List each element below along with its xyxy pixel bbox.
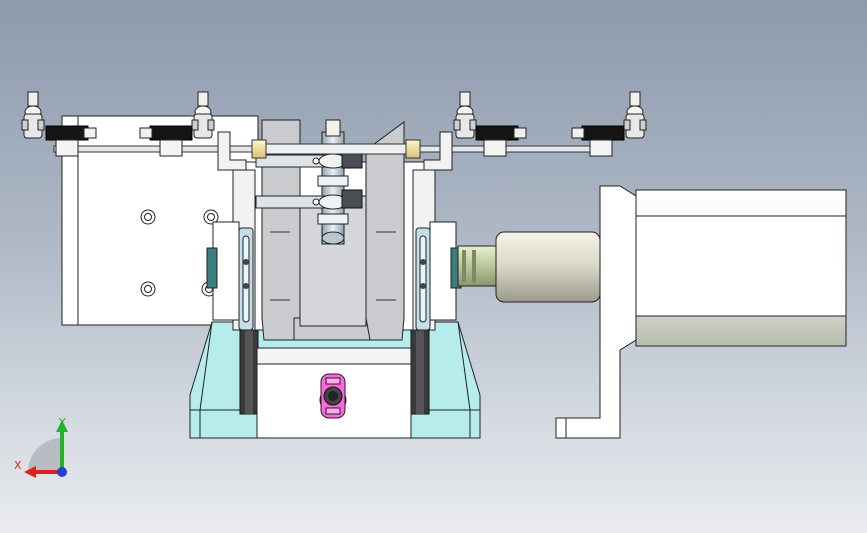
l-bracket-left — [217, 131, 247, 171]
shaft-collar — [317, 175, 349, 225]
black-clamp[interactable] — [139, 125, 193, 157]
slot-guide-right — [415, 227, 431, 331]
air-fitting[interactable] — [453, 91, 477, 139]
mount-hole — [140, 209, 156, 225]
air-fitting[interactable] — [21, 91, 45, 139]
mount-hole — [140, 281, 156, 297]
l-bracket-right — [423, 131, 453, 171]
side-rail-right — [410, 329, 430, 415]
stepper-motor-body[interactable] — [635, 189, 847, 347]
brass-bushing-left — [251, 139, 267, 159]
mount-hole — [203, 209, 219, 225]
top-rod[interactable] — [53, 143, 597, 155]
black-clamp[interactable] — [571, 125, 625, 157]
black-clamp[interactable] — [475, 125, 527, 157]
x-axis-head — [24, 466, 36, 478]
motor-mount-bracket[interactable] — [555, 185, 637, 439]
lower-lever-arm[interactable] — [255, 189, 363, 210]
air-fitting[interactable] — [191, 91, 215, 139]
air-fitting[interactable] — [623, 91, 647, 139]
coordinate-triad: Y X — [14, 416, 68, 478]
lower-center-block[interactable] — [256, 347, 412, 439]
clamp-plate-right[interactable] — [365, 121, 405, 341]
side-rail-left — [239, 329, 259, 415]
motor-end-cap[interactable] — [495, 231, 601, 303]
x-axis-label: X — [14, 459, 22, 472]
y-axis-label: Y — [58, 416, 66, 429]
brass-bushing-right — [405, 139, 421, 159]
slot-guide-left — [238, 227, 254, 331]
z-axis-dot — [57, 467, 67, 477]
black-clamp[interactable] — [45, 125, 97, 157]
shaft-coupler[interactable] — [457, 245, 497, 287]
y-axis-head — [56, 420, 68, 432]
magenta-fitting[interactable] — [319, 373, 347, 419]
